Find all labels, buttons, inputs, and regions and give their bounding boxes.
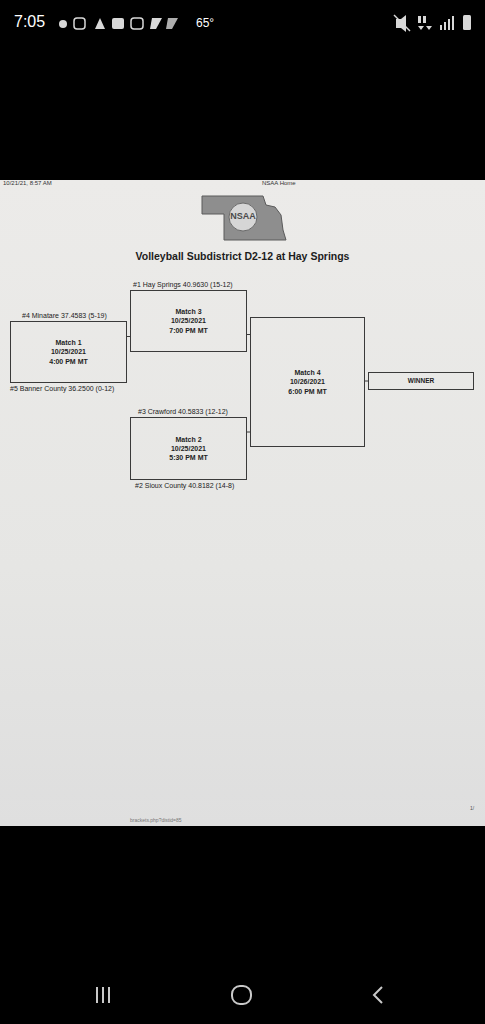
status-time: 7:05 [14, 13, 45, 31]
winner-box: WINNER [368, 372, 474, 390]
printed-page [0, 180, 485, 826]
page-title: Volleyball Subdistrict D2-12 at Hay Spri… [0, 251, 485, 263]
match-box: Match 110/25/20214:00 PM MT [10, 321, 127, 383]
status-temperature: 65° [196, 17, 214, 30]
match-detail: 10/25/2021 [171, 316, 206, 325]
match-box: Match 210/25/20215:30 PM MT [130, 417, 247, 480]
nav-bar-icons [97, 986, 382, 1004]
nsaa-logo [202, 196, 286, 240]
match-title: Match 4 [294, 368, 320, 377]
match-detail: 7:00 PM MT [169, 326, 208, 335]
match-detail: 4:00 PM MT [49, 357, 88, 366]
print-header: NSAA Home [262, 180, 296, 187]
logo-text: NSAA [223, 212, 263, 222]
match-title: WINNER [408, 377, 434, 385]
match-detail: 10/25/2021 [51, 347, 86, 356]
team-seed: #1 Hay Springs 40.9630 (15-12) [133, 281, 233, 289]
match-detail: 6:00 PM MT [288, 387, 327, 396]
match-box: Match 310/25/20217:00 PM MT [130, 290, 247, 352]
match-title: Match 3 [175, 307, 201, 316]
team-seed: #3 Crawford 40.5833 (12-12) [138, 408, 228, 416]
team-seed: #2 Sioux County 40.8182 (14-8) [135, 482, 234, 490]
match-box: Match 410/26/20216:00 PM MT [250, 317, 365, 447]
match-detail: 10/25/2021 [171, 444, 206, 453]
page-number: 1/ [470, 806, 474, 812]
team-seed: #4 Minatare 37.4583 (5-19) [22, 312, 107, 320]
team-seed: #5 Banner County 36.2500 (0-12) [10, 385, 114, 393]
match-title: Match 2 [175, 435, 201, 444]
match-detail: 10/26/2021 [290, 377, 325, 386]
status-icons [59, 15, 471, 32]
match-detail: 5:30 PM MT [169, 453, 208, 462]
match-title: Match 1 [55, 338, 81, 347]
print-date: 10/21/21, 8:57 AM [3, 180, 52, 187]
print-url: brackets.php?distid=85 [130, 818, 182, 824]
page-shade [0, 800, 485, 826]
